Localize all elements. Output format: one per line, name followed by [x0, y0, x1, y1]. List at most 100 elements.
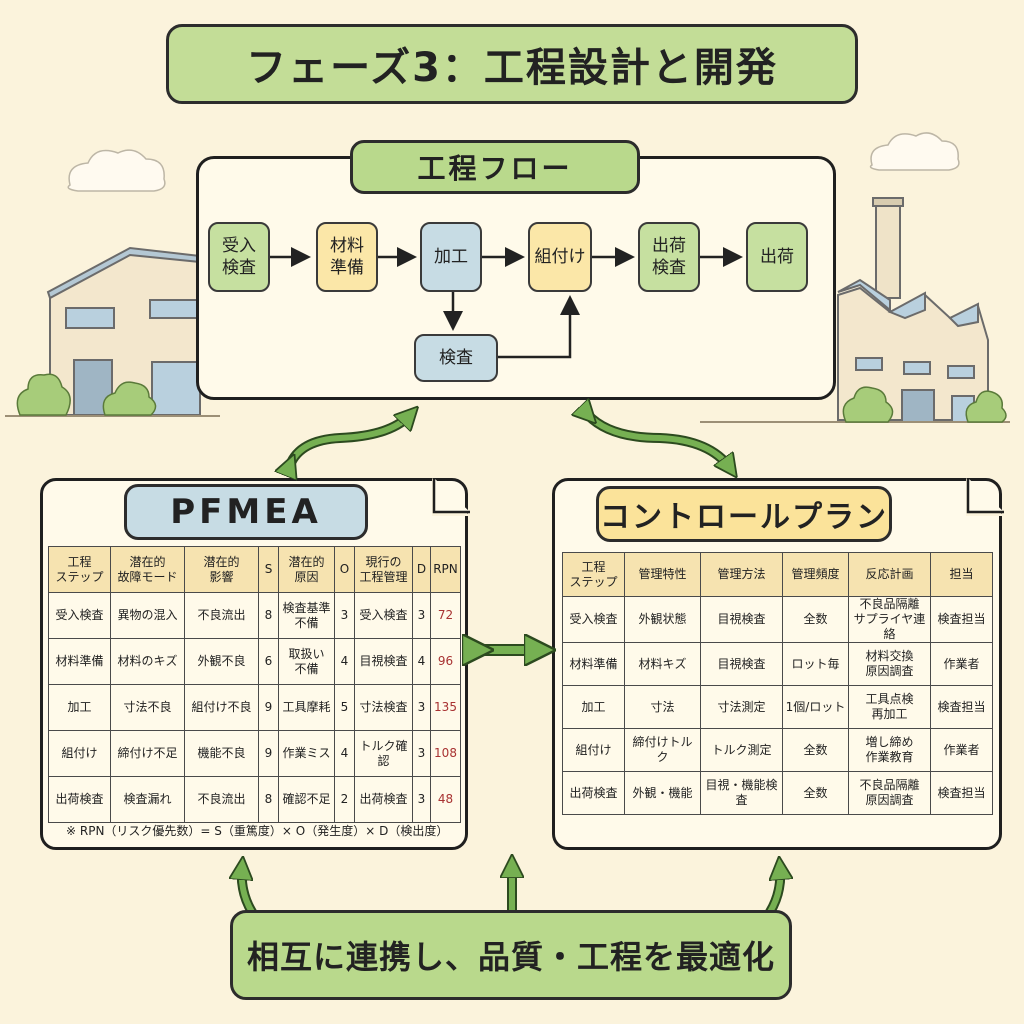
flow-step-shipping: 出荷	[746, 222, 808, 292]
column-header: 担当	[930, 552, 993, 597]
table-cell: 3	[412, 684, 431, 731]
table-row: 受入検査外観状態目視検査全数不良品隔離 サプライヤ連絡検査担当	[562, 596, 993, 643]
flow-step-receiving-inspection: 受入 検査	[208, 222, 270, 292]
process-flow-title: 工程フロー	[350, 140, 640, 194]
column-header: 潜在的 影響	[184, 546, 259, 593]
table-cell: 3	[412, 592, 431, 639]
table-cell: 目視検査	[700, 596, 783, 643]
tree-icon	[16, 373, 157, 416]
column-header: 現行の 工程管理	[354, 546, 413, 593]
control-plan-header-row: 工程 ステップ管理特性管理方法管理頻度反応計画担当	[562, 552, 993, 597]
tree-icon	[842, 386, 1007, 423]
table-cell: 工具点検 再加工	[848, 685, 931, 729]
table-cell: 締付けトルク	[624, 728, 701, 772]
rpn-value: 135	[430, 684, 461, 731]
page-title: フェーズ3：工程設計と開発	[166, 24, 858, 104]
table-cell: 寸法測定	[700, 685, 783, 729]
rpn-formula-note: ※ RPN（リスク優先数）= S（重篤度）× O（発生度）× D（検出度）	[66, 824, 449, 838]
table-cell: 3	[412, 730, 431, 777]
rpn-value: 108	[430, 730, 461, 777]
pfmea-title: PFMEA	[124, 484, 368, 540]
factory-right-illustration	[700, 197, 1010, 423]
table-cell: 5	[334, 684, 355, 731]
table-cell: 材料準備	[562, 642, 625, 686]
table-cell: 検査漏れ	[110, 776, 185, 823]
table-cell: 検査基準 不備	[278, 592, 335, 639]
table-cell: 出荷検査	[354, 776, 413, 823]
table-cell: 不良品隔離 原因調査	[848, 771, 931, 815]
flow-step-assembly: 組付け	[528, 222, 592, 292]
table-cell: 検査担当	[930, 596, 993, 643]
rpn-value: 48	[430, 776, 461, 823]
table-cell: 不良品隔離 サプライヤ連絡	[848, 596, 931, 643]
rpn-value: 96	[430, 638, 461, 685]
table-cell: 締付け不足	[110, 730, 185, 777]
table-cell: 組付け	[562, 728, 625, 772]
table-cell: 全数	[782, 771, 849, 815]
table-cell: 不良流出	[184, 592, 259, 639]
table-cell: 材料のキズ	[110, 638, 185, 685]
table-cell: 材料キズ	[624, 642, 701, 686]
table-cell: 確認不足	[278, 776, 335, 823]
table-cell: 受入検査	[354, 592, 413, 639]
table-cell: 4	[412, 638, 431, 685]
table-cell: 取扱い 不備	[278, 638, 335, 685]
table-cell: 出荷検査	[48, 776, 111, 823]
table-cell: 目視検査	[700, 642, 783, 686]
flow-step-material-prep: 材料 準備	[316, 222, 378, 292]
process-flow-panel	[196, 156, 836, 400]
table-cell: 2	[334, 776, 355, 823]
table-cell: 9	[258, 730, 279, 777]
table-cell: 目視検査	[354, 638, 413, 685]
flow-step-shipping-inspection: 出荷 検査	[638, 222, 700, 292]
column-header: O	[334, 546, 355, 593]
table-cell: 組付け不良	[184, 684, 259, 731]
column-header: RPN	[430, 546, 461, 593]
page-fold-icon	[966, 478, 1004, 516]
table-cell: 工具摩耗	[278, 684, 335, 731]
table-cell: 外観・機能	[624, 771, 701, 815]
column-header: 管理方法	[700, 552, 783, 597]
flow-step-processing: 加工	[420, 222, 482, 292]
table-cell: 寸法不良	[110, 684, 185, 731]
table-row: 材料準備材料キズ目視検査ロット毎材料交換 原因調査作業者	[562, 642, 993, 686]
table-cell: 寸法	[624, 685, 701, 729]
table-cell: トルク測定	[700, 728, 783, 772]
column-header: 潜在的 故障モード	[110, 546, 185, 593]
column-header: 工程 ステップ	[48, 546, 111, 593]
table-cell: 機能不良	[184, 730, 259, 777]
table-row: 組付け締付けトルクトルク測定全数増し締め 作業教育作業者	[562, 728, 993, 772]
table-cell: 8	[258, 592, 279, 639]
table-cell: 4	[334, 638, 355, 685]
column-header: 管理特性	[624, 552, 701, 597]
table-cell: 3	[412, 776, 431, 823]
table-cell: 1個/ロット	[782, 685, 849, 729]
table-cell: 材料準備	[48, 638, 111, 685]
table-cell: 検査担当	[930, 685, 993, 729]
factory-left-illustration	[5, 246, 220, 417]
control-plan-table: 工程 ステップ管理特性管理方法管理頻度反応計画担当 受入検査外観状態目視検査全数…	[562, 552, 993, 815]
table-cell: 9	[258, 684, 279, 731]
table-cell: 受入検査	[562, 596, 625, 643]
table-cell: 作業ミス	[278, 730, 335, 777]
flow-step-inspection-branch: 検査	[414, 334, 498, 382]
table-cell: 目視・機能検査	[700, 771, 783, 815]
table-cell: 加工	[562, 685, 625, 729]
rpn-value: 72	[430, 592, 461, 639]
table-cell: 受入検査	[48, 592, 111, 639]
table-cell: 異物の混入	[110, 592, 185, 639]
table-cell: 8	[258, 776, 279, 823]
table-cell: 加工	[48, 684, 111, 731]
table-cell: 組付け	[48, 730, 111, 777]
table-cell: 6	[258, 638, 279, 685]
table-cell: 外観状態	[624, 596, 701, 643]
column-header: 工程 ステップ	[562, 552, 625, 597]
summary-banner: 相互に連携し、品質・工程を最適化	[230, 910, 792, 1000]
table-row: 出荷検査外観・機能目視・機能検査全数不良品隔離 原因調査検査担当	[562, 771, 993, 815]
table-cell: 作業者	[930, 642, 993, 686]
